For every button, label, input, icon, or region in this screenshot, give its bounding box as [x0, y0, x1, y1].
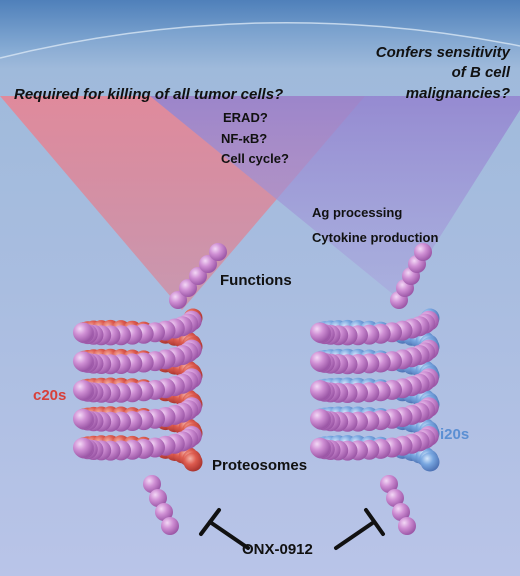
- outer-subunit-bead: [310, 408, 330, 429]
- outer-subunit-bead: [73, 437, 93, 458]
- outer-subunit-bead: [73, 408, 93, 429]
- left-question: Required for killing of all tumor cells?: [14, 86, 284, 103]
- drug-label: ONX-0912: [242, 541, 313, 558]
- i20s-proteasome-helix: [310, 243, 440, 535]
- functions-label: Functions: [220, 272, 292, 289]
- right-question-line-3: malignancies?: [405, 85, 510, 102]
- inner-subunit-bead: [420, 452, 440, 472]
- outer-subunit-bead: [73, 380, 93, 400]
- i20s-label: i20s: [440, 426, 470, 443]
- right-question-line-2: of B cell: [451, 64, 510, 81]
- right-inhibitor-bar: [364, 508, 385, 536]
- tail-bead: [149, 489, 167, 507]
- head-bead: [169, 291, 187, 309]
- left-inhibitor-line: [208, 520, 250, 550]
- outer-subunit-bead: [73, 322, 93, 343]
- horizon-arc: [0, 21, 520, 59]
- head-bead: [179, 279, 197, 297]
- outer-subunit-bead: [310, 380, 330, 400]
- onx-0912-inhibition-bracket: [199, 508, 385, 550]
- inner-subunit-bead: [183, 452, 203, 472]
- outer-subunit-bead: [73, 351, 93, 372]
- c20s-label: c20s: [33, 387, 67, 404]
- c20s-proteasome-helix: [73, 243, 227, 535]
- right-question-line-1: Confers sensitivity: [375, 44, 510, 61]
- tail-bead: [380, 475, 398, 493]
- erad-label: ERAD?: [223, 110, 268, 125]
- tail-bead: [161, 517, 179, 535]
- proteosomes-label: Proteosomes: [212, 457, 308, 474]
- tail-bead: [386, 489, 404, 507]
- tail-bead: [398, 517, 416, 535]
- head-bead: [189, 267, 207, 285]
- tail-bead: [155, 503, 173, 521]
- outer-subunit-bead: [310, 437, 330, 458]
- nfkb-label: NF-κB?: [221, 131, 268, 146]
- sky-band: [0, 0, 520, 58]
- outer-subunit-bead: [310, 351, 330, 372]
- head-bead: [199, 255, 217, 273]
- tail-bead: [143, 475, 161, 493]
- tail-bead: [392, 503, 410, 521]
- cytokine-production-label: Cytokine production: [312, 230, 439, 245]
- head-bead: [414, 243, 432, 261]
- ag-processing-label: Ag processing: [312, 205, 403, 220]
- right-inhibitor-line: [334, 520, 376, 550]
- left-inhibitor-bar: [199, 508, 221, 536]
- outer-subunit-bead: [310, 322, 330, 343]
- cell-cycle-label: Cell cycle?: [221, 151, 289, 166]
- head-bead: [209, 243, 227, 261]
